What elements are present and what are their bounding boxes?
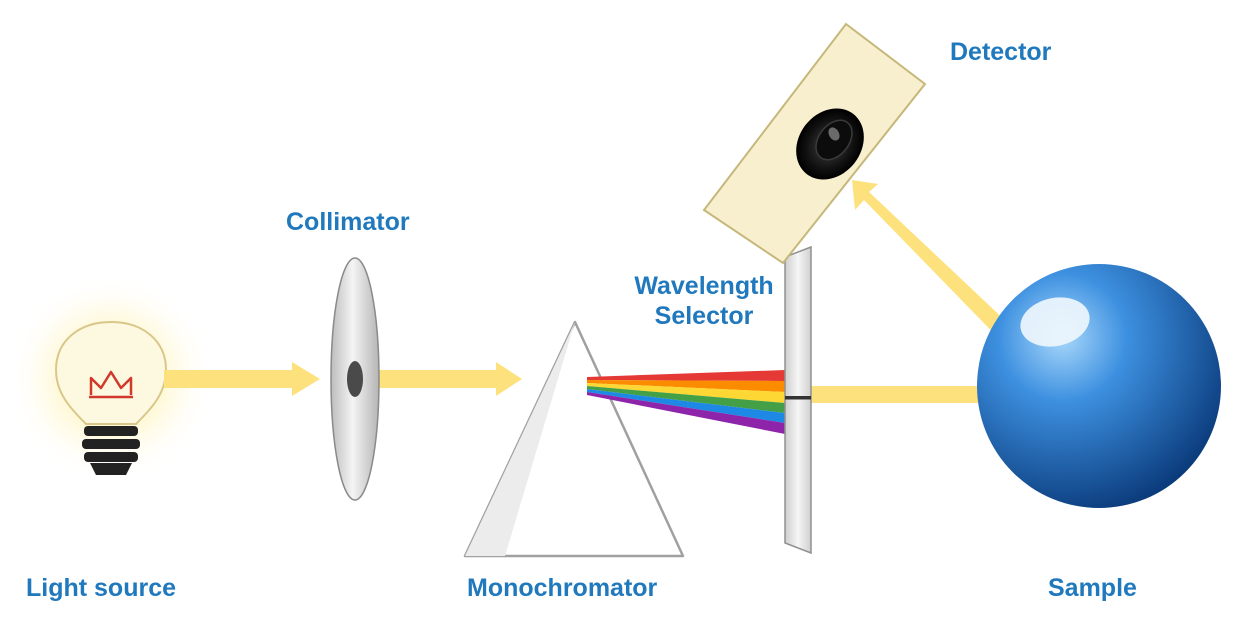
spectrum-yellow — [587, 383, 785, 403]
beam-selector-to-sample — [811, 386, 989, 403]
detector — [702, 22, 927, 265]
light-source — [6, 273, 216, 483]
spectrum-violet — [587, 392, 785, 434]
light-beams — [164, 180, 1028, 403]
label-wavelength-selector: Wavelength Selector — [620, 271, 788, 331]
prism — [463, 320, 685, 558]
beam-arrow-2 — [376, 362, 522, 396]
spectrum-blue — [587, 389, 785, 423]
prism-shade — [465, 322, 575, 556]
detector-sensor-icon — [796, 108, 864, 180]
collimator-aperture — [347, 361, 363, 397]
label-light-source: Light source — [26, 574, 177, 602]
bulb-base — [82, 426, 140, 475]
spectrum-fan — [587, 370, 785, 434]
beam-arrow-1 — [164, 362, 320, 396]
label-monochromator: Monochromator — [467, 574, 658, 602]
label-collimator: Collimator — [286, 208, 410, 236]
label-wavelength-selector-line2: Selector — [654, 302, 754, 330]
label-wavelength-selector-line1: Wavelength — [634, 272, 774, 300]
sample-highlight — [1020, 297, 1090, 347]
spectrum-orange — [587, 380, 785, 392]
collimator-lens — [330, 257, 380, 501]
wavelength-selector — [784, 245, 812, 555]
beam-sample-to-detector — [852, 180, 1028, 354]
sample-sphere — [977, 264, 1221, 508]
filament-icon — [89, 370, 133, 395]
spectrum-green — [587, 386, 785, 413]
label-detector: Detector — [950, 38, 1052, 66]
label-sample: Sample — [1048, 574, 1137, 602]
spectrum-red — [587, 370, 785, 381]
selector-slit — [785, 396, 811, 400]
